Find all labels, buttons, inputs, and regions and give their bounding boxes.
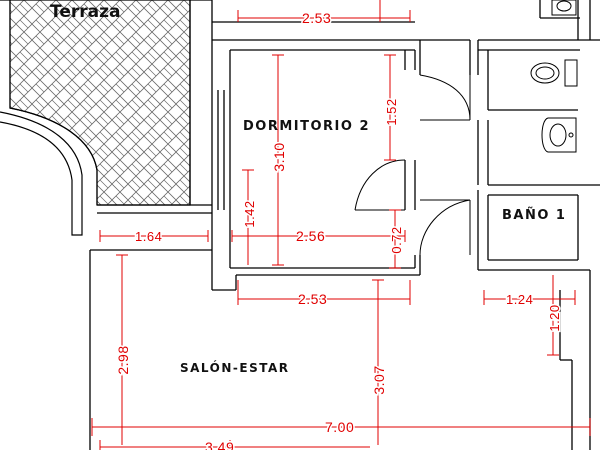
dim-living-width: 3.49: [205, 439, 234, 450]
room-label-bedroom2: DORMITORIO 2: [243, 119, 370, 134]
room-label-terrace: Terraza: [50, 2, 120, 22]
dimension-lines: [91, 0, 591, 450]
doors: [354, 74, 471, 256]
dim-terrace-width: 1.64: [135, 229, 162, 244]
dim-bedroom-left-height: 1.42: [242, 200, 257, 227]
toilet-icon: [530, 59, 578, 87]
dim-hall-width: 2.53: [298, 291, 327, 307]
dim-bedroom-width: 2.56: [296, 228, 325, 244]
dim-bedroom-height: 3.10: [271, 142, 287, 171]
sink-icon: [541, 117, 577, 153]
dim-total-width: 7.00: [325, 419, 354, 435]
dim-living-height: 2.98: [115, 345, 131, 374]
dim-door-height: 0.72: [389, 226, 404, 253]
dim-bedroom-right-height: 1.52: [384, 98, 399, 125]
dim-living-inner-height: 3.07: [371, 365, 387, 394]
bath-fixture-icon: [551, 0, 577, 16]
room-label-bathroom1: BAÑO 1: [502, 207, 566, 223]
dim-bath-height: 1.20: [547, 304, 562, 331]
terrace-area: [0, 0, 191, 236]
dim-bath-width: 1.24: [506, 292, 533, 307]
dim-top-width: 2.53: [302, 10, 331, 26]
room-label-living: SALÓN-ESTAR: [180, 360, 290, 375]
